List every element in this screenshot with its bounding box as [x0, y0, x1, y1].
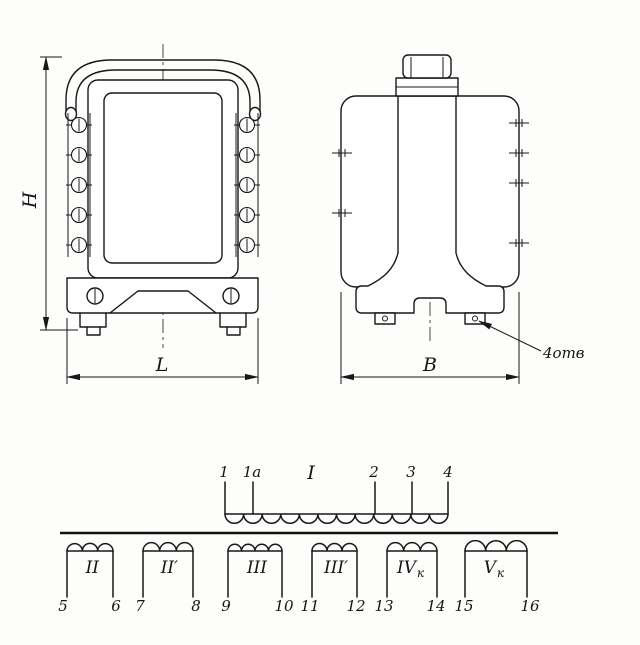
winding-label: II′ — [160, 558, 178, 578]
core-front — [87, 79, 239, 279]
terminal-number: 14 — [426, 597, 445, 615]
bobbin-cap — [402, 54, 452, 79]
secondary-winding-IVk: IV к 13 14 — [374, 541, 446, 615]
clamp-strap-inner — [75, 69, 251, 115]
terminal-number: 3 — [406, 463, 416, 481]
front-view: H L — [19, 44, 262, 384]
mount-lug-right — [464, 312, 486, 325]
terminal-number: 1а — [243, 463, 262, 481]
dim-depth: В — [340, 292, 520, 384]
winding-label: IV — [396, 558, 418, 578]
terminal-number: 7 — [135, 597, 145, 615]
terminal-number: 5 — [58, 597, 68, 615]
mount-hole — [472, 315, 478, 322]
winding-coils — [464, 539, 528, 552]
winding-label: V — [484, 558, 498, 578]
foot-lug-left — [86, 326, 101, 336]
terminal-number: 16 — [520, 597, 540, 615]
winding-coils — [224, 513, 449, 525]
winding-coils — [142, 541, 194, 552]
secondary-winding-II-prime: II′ 7 8 — [135, 541, 201, 615]
terminal-number: 1 — [219, 463, 229, 481]
dim-length-label: L — [155, 354, 169, 376]
mount-hole — [382, 315, 388, 322]
winding-label: III′ — [323, 558, 348, 578]
secondary-winding-II: II 5 6 — [58, 542, 121, 615]
terminal-number: 6 — [111, 597, 121, 615]
terminal-number: 4 — [442, 463, 453, 481]
holes-label: 4отв — [542, 344, 585, 362]
foot-lug-right — [226, 326, 241, 336]
winding-label-subscript: к — [417, 566, 425, 580]
terminal-number: 8 — [191, 597, 201, 615]
winding-coils — [311, 542, 358, 552]
dim-height: H — [19, 56, 78, 331]
terminal-number: 11 — [300, 597, 319, 615]
terminal-number: 2 — [368, 463, 379, 481]
leader-line — [478, 320, 542, 352]
clamp-strap-outer — [65, 59, 261, 113]
terminal-number: 12 — [346, 597, 365, 615]
mount-lug-left — [374, 312, 396, 325]
core-column-and-feet — [355, 95, 505, 314]
winding-label-subscript: к — [497, 566, 505, 580]
secondary-winding-Vk: V к 15 16 — [454, 539, 540, 615]
foot-right — [219, 312, 247, 328]
side-view: В 4отв — [331, 54, 585, 384]
terminal-number: 15 — [454, 597, 473, 615]
base-bracket-profile — [109, 290, 217, 314]
dim-height-label: H — [19, 191, 41, 209]
winding-label: II — [85, 558, 100, 578]
winding-coils — [386, 541, 438, 552]
dim-depth-label: В — [422, 354, 437, 376]
terminal-number: 10 — [274, 597, 294, 615]
winding-label: III — [246, 558, 267, 578]
winding-schematic: 1 1а I 2 3 4 II 5 6 II′ 7 8 — [58, 462, 558, 615]
dim-length: L — [66, 318, 259, 384]
primary-winding: 1 1а I 2 3 4 — [219, 462, 453, 525]
foot-left — [79, 312, 107, 328]
holes-callout: 4отв — [478, 320, 585, 362]
winding-coils — [227, 543, 283, 552]
secondary-winding-III: III 9 10 — [221, 543, 294, 615]
terminal-number: 9 — [221, 597, 231, 615]
terminal-number: 13 — [374, 597, 393, 615]
base-clamp — [66, 277, 259, 314]
primary-winding-label: I — [306, 462, 315, 484]
coil-window — [103, 92, 223, 264]
secondary-winding-III-prime: III′ 11 12 — [300, 542, 366, 615]
winding-coils — [66, 542, 114, 552]
